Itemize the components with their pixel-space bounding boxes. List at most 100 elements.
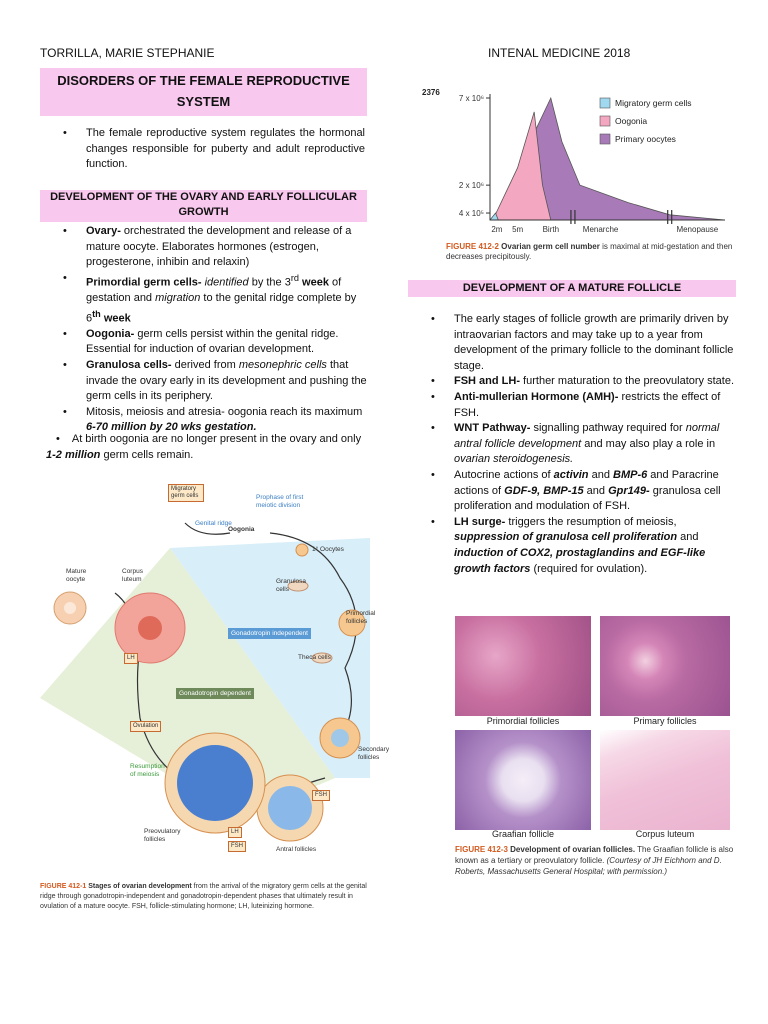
text-granulosa-a: derived from [171,359,239,372]
histology-caption-graafian: Graafian follicle [491,829,555,839]
label-oocytes: 1° Oocytes [312,546,344,553]
label-secondary: Secondary follicles [358,746,390,761]
label-lh-2: LH [228,827,242,838]
term-oogonia: Oogonia- [86,327,135,340]
fig1-rest: from the arrival of the migratory germ c… [40,883,367,910]
text-mitosis: Mitosis, meiosis and atresia- oogonia re… [86,405,363,418]
text-birth-b: 1-2 million [46,448,101,461]
bullet-fsh-lh: FSH and LH- further maturation to the pr… [408,374,738,390]
text-lh-c: and [677,531,699,544]
label-primordial: Primordial follicles [346,610,376,625]
term-ovary: Ovary- [86,225,121,237]
text-lh-b: suppression of granulosa cell proliferat… [454,531,678,544]
secondary-follicle-core [331,729,349,747]
text-wnt-c: and may also play a role in [581,437,716,450]
ovary-development-list: Ovary- orchestrated the development and … [40,224,370,436]
x-tick-label-0: 2m [491,225,502,234]
fig2-rest: is maximal at mid-gestation and then dec… [446,242,733,261]
preovulatory-follicle-core [177,745,253,821]
bullet-glyph: • [56,433,60,445]
text-auto-c: and [588,468,613,481]
series-area-2 [510,96,726,221]
text-auto-g: and [583,484,609,497]
text-pgc-c: week [299,276,329,289]
label-theca: Theca cells [298,654,331,661]
text-birth-a: At birth oogonia are no longer present i… [71,433,362,445]
label-lh-1: LH [124,653,138,664]
theca-cells-shape [311,652,333,664]
figure-412-2-caption: FIGURE 412-2 Ovarian germ cell number is… [446,242,746,262]
bullet-lh-surge: LH surge- triggers the resumption of mei… [408,515,738,577]
text-wnt-b: normal antral follicle development [454,422,720,450]
figure-412-3-caption: FIGURE 412-3 Development of ovarian foll… [455,844,740,877]
legend-label-1: Oogonia [615,116,647,126]
text-auto-b: activin [553,468,589,481]
text-auto-f: GDF-9, BMP-15 [504,484,584,497]
text-lh-e: (required for ovulation). [530,562,648,575]
text-granulosa-c: that invade the ovary early in its devel… [86,359,367,403]
label-fsh-1: FSH [228,841,246,852]
mature-oocyte-core [64,602,76,614]
text-auto-e: and Paracrine actions of [454,468,719,497]
text-pgc-b: by the 3 [248,276,291,289]
term-lh-surge: LH surge- [454,515,506,528]
bullet-oogonia: Oogonia- germ cells persist within the g… [40,327,370,358]
antral-follicle-core [268,786,312,830]
author-name: TORRILLA, MARIE STEPHANIE [40,46,215,60]
text-pgc-d: of gestation and [86,276,342,305]
histology-graafian-image [455,730,591,830]
section1-title-line-2: GROWTH [178,206,229,218]
text-pgc-g: week [100,312,131,325]
section-title-ovary-development: DEVELOPMENT OF THE OVARY AND EARLY FOLLI… [40,190,367,222]
histology-corpus-image [600,730,730,830]
corpus-luteum-core [138,616,162,640]
page-title: DISORDERS OF THE FEMALE REPRODUCTIVE SYS… [40,68,367,116]
text-auto-i: granulosa cell proliferation and modulat… [454,484,721,513]
independent-region [170,538,370,778]
label-migratory: Migratory germ cells [168,484,204,502]
label-genital-ridge: Genital ridge [195,520,232,527]
title-line-2: SYSTEM [176,94,231,109]
bullet-wnt: WNT Pathway- signalling pathway required… [408,421,738,468]
figure-412-1-caption: FIGURE 412-1 Stages of ovarian developme… [40,882,380,912]
label-oogonia: Oogonia [228,526,255,533]
term-wnt: WNT Pathway- [454,422,531,435]
bullet-granulosa-cells: Granulosa cells- derived from mesonephri… [40,358,370,405]
term-fsh-lh: FSH and LH- [454,375,520,388]
fig2-number: FIGURE 412-2 [446,242,499,251]
text-granulosa-b: mesonephric cells [238,359,327,372]
title-line-1: DISORDERS OF THE FEMALE REPRODUCTIVE [57,73,350,88]
histology-primordial-image [455,616,591,716]
bullet-amh: Anti-mullerian Hormone (AMH)- restricts … [408,390,738,421]
legend-swatch-1 [599,115,611,127]
fig3-number: FIGURE 412-3 [455,845,508,854]
section1-title-line-1: DEVELOPMENT OF THE OVARY AND EARLY FOLLI… [50,191,357,203]
intro-bullet: The female reproductive system regulates… [40,126,365,173]
fig3-bold: Development of ovarian follicles. [510,845,636,854]
course-name: INTENAL MEDICINE 2018 [488,46,631,60]
fig1-number: FIGURE 412-1 [40,883,87,890]
mature-follicle-list: The early stages of follicle growth are … [408,312,738,577]
y-axis-value-label: 2376 [422,88,440,97]
term-granulosa: Granulosa cells- [86,359,172,372]
bullet-autocrine: Autocrine actions of activin and BMP-6 a… [408,468,738,515]
bullet-ovary: Ovary- orchestrated the development and … [40,224,370,271]
histology-caption-corpus: Corpus luteum [635,829,695,839]
label-corpus: Corpus luteum [122,568,143,583]
text-fsh-lh: further maturation to the preovulatory s… [520,375,735,388]
label-dependent: Gonadotropin dependent [176,688,254,699]
bullet-primordial-germ-cells: Primordial germ cells- identified by the… [40,271,370,327]
label-independent: Gonadotropin independent [228,628,311,639]
term-amh: Anti-mullerian Hormone (AMH)- [454,390,619,403]
label-preovulatory: Preovulatory follicles [144,828,181,843]
section-title-mature-follicle: DEVELOPMENT OF A MATURE FOLLICLE [408,280,736,297]
text-oogonia: germ cells persist within the genital ri… [86,327,339,356]
x-tick-label-2: Birth [543,225,559,234]
label-fsh-2: FSH [312,790,330,801]
text-wnt-d: ovarian steroidogenesis. [454,453,574,466]
text-pgc-f: to the genital ridge complete by 6 [86,292,357,325]
birth-bullet: • At birth oogonia are no longer present … [46,432,366,463]
text-auto-d: BMP-6 [613,468,648,481]
